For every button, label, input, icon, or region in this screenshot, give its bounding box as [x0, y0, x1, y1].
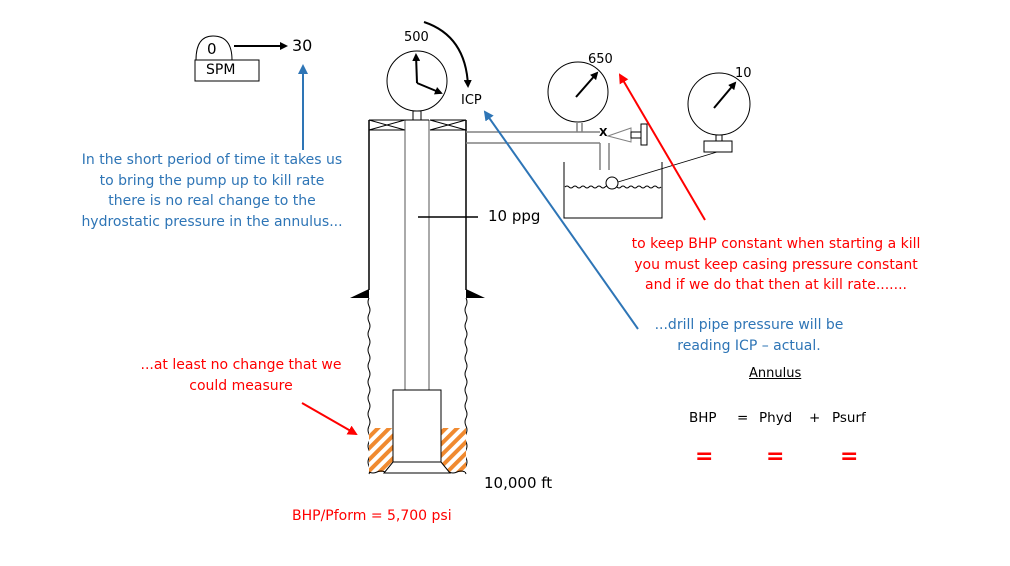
hydrostatic-note: In the short period of time it takes us …: [56, 150, 368, 232]
equation-term-psurf: Psurf: [832, 410, 866, 426]
wellhead: [350, 119, 485, 392]
equals-mark-bhp: =: [695, 444, 714, 469]
equation-term-phyd: Phyd: [759, 410, 793, 426]
note-line: ...drill pipe pressure will be: [654, 317, 844, 333]
spm-counter-icon: [194, 35, 260, 82]
choke-gauge-icon: [687, 72, 751, 153]
equals-mark-phyd: =: [766, 444, 785, 469]
note-line: and if we do that then at kill rate.....…: [645, 277, 907, 293]
note-line: to keep BHP constant when starting a kil…: [631, 236, 921, 252]
no-change-note: ...at least no change that we could meas…: [116, 355, 366, 396]
choke-line: [466, 123, 648, 170]
equation-operator-plus: +: [809, 410, 821, 426]
choke-gauge-reading: 10: [735, 66, 752, 81]
bottom-pressure-label: BHP/Pform = 5,700 psi: [292, 508, 452, 524]
drill-pipe-gauge-reading: 500: [404, 30, 429, 45]
note-line: In the short period of time it takes us: [81, 152, 343, 168]
drill-pipe-note: ...drill pipe pressure will be reading I…: [634, 315, 864, 356]
blue-arrow-to-icp: [483, 110, 639, 330]
spm-label: SPM: [206, 62, 236, 78]
note-line: could measure: [189, 377, 293, 394]
equation-operator-equals: =: [737, 410, 749, 426]
spm-counter-value: 0: [207, 40, 217, 58]
casing-gauge-icon: [547, 61, 609, 123]
open-hole: [367, 297, 468, 475]
icp-label: ICP: [461, 93, 482, 108]
red-arrow-to-casing-gauge: [618, 73, 706, 221]
curved-arrow-icon: [423, 21, 472, 88]
equals-mark-psurf: =: [840, 444, 859, 469]
equation-term-bhp: BHP: [689, 410, 717, 426]
valve-mark: X: [599, 126, 608, 139]
drill-pipe-gauge-icon: [386, 50, 448, 121]
casing-gauge-reading: 650: [588, 52, 613, 67]
note-line: ...at least no change that we: [140, 357, 342, 373]
equation-title: Annulus: [749, 366, 802, 381]
note-line: to bring the pump up to kill rate: [99, 172, 325, 189]
depth-label: 10,000 ft: [484, 474, 553, 492]
mud-tank: [563, 151, 718, 219]
red-arrow-to-bottom: [301, 402, 358, 435]
keep-bhp-note: to keep BHP constant when starting a kil…: [608, 234, 944, 296]
mud-weight-label: 10 ppg: [488, 207, 541, 225]
note-line: reading ICP – actual.: [677, 337, 821, 354]
spm-target-value: 30: [292, 36, 313, 55]
note-line: hydrostatic pressure in the annulus...: [81, 213, 343, 230]
note-line: there is no real change to the: [108, 193, 316, 209]
note-line: you must keep casing pressure constant: [634, 256, 918, 273]
